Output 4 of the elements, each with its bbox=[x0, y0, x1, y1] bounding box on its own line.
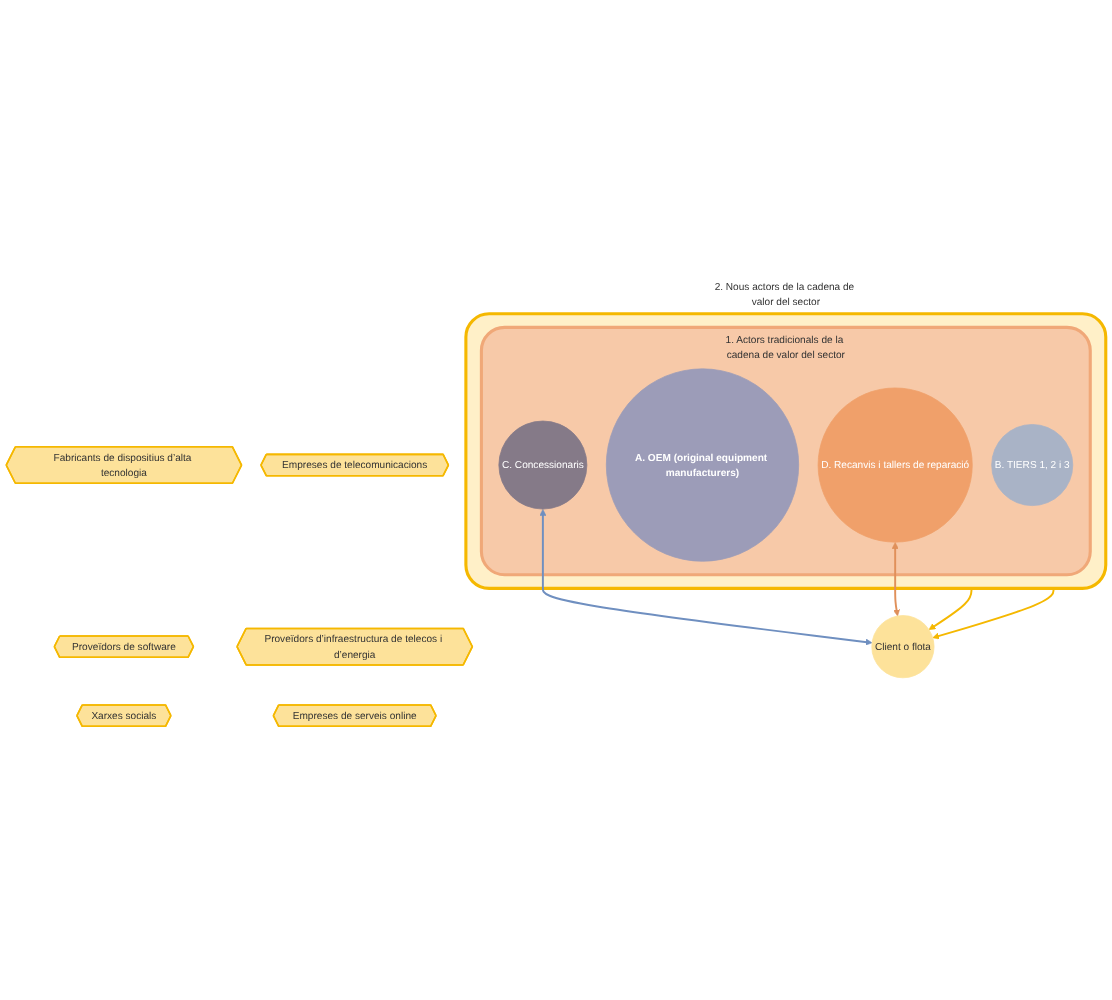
arrow bbox=[539, 508, 873, 646]
arrow bbox=[932, 587, 1055, 640]
arrow bbox=[928, 587, 973, 630]
arrow bbox=[891, 541, 900, 617]
